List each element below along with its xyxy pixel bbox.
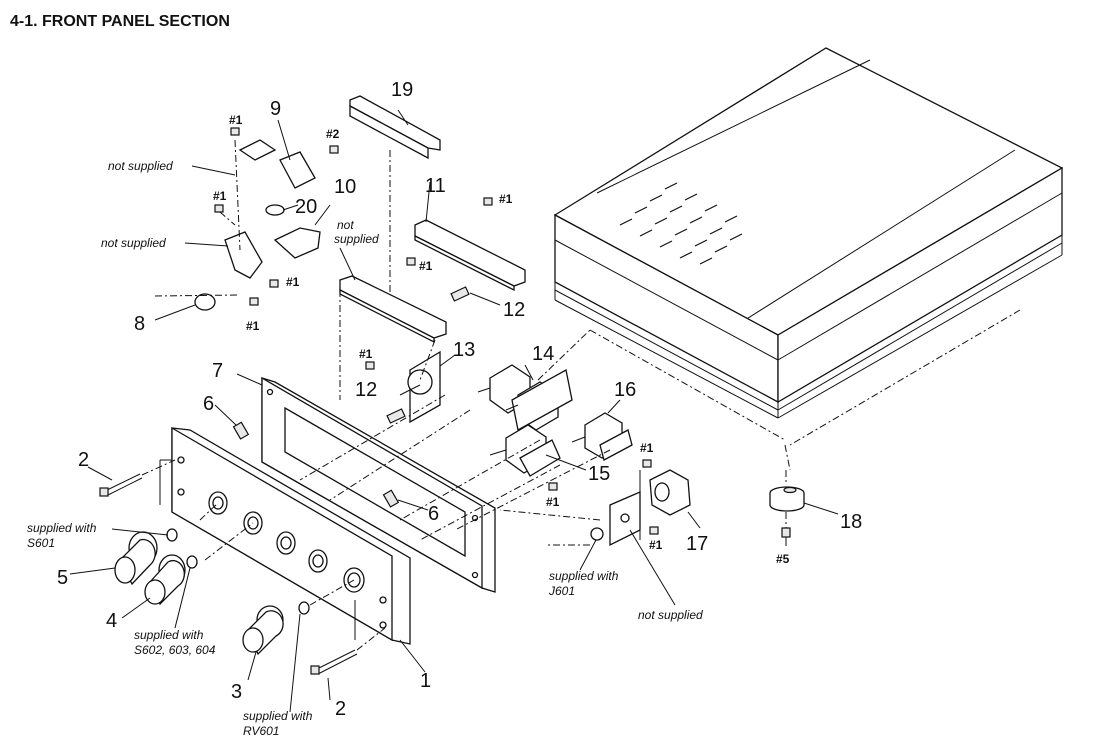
jack-17 (609, 469, 701, 547)
bracket-11 (414, 181, 526, 292)
part-number-18: 18 (840, 511, 862, 533)
part-number-20: 20 (295, 196, 317, 218)
part-number-13: 13 (453, 339, 475, 361)
screw-ref-1: #1 (213, 189, 227, 203)
part-number-6-left: 6 (203, 393, 214, 415)
note-s601: S601 (27, 536, 55, 550)
pot-13 (399, 350, 456, 424)
screw-2-left (87, 459, 176, 497)
note-not-supplied-line2: supplied (334, 232, 379, 246)
washers (166, 527, 604, 615)
note-supplied-with-s602: supplied with (134, 628, 204, 642)
part-number-9: 9 (270, 98, 281, 120)
note-not-supplied: not supplied (108, 159, 173, 173)
part-number-15: 15 (588, 463, 610, 485)
screw-ref-1: #1 (359, 347, 373, 361)
sub-panel-7 (236, 373, 496, 593)
note-not-supplied: not supplied (638, 608, 703, 622)
screw-2-bottom (310, 627, 386, 701)
front-panel-1 (171, 426, 426, 673)
screw-ref-1: #1 (499, 192, 513, 206)
bracket-10 (273, 204, 331, 259)
switch-15 (489, 424, 587, 477)
spacer-6 (214, 404, 429, 511)
switch-16 (571, 399, 633, 461)
part-number-12-left: 12 (355, 379, 377, 401)
cabinet-cover (537, 47, 1064, 471)
screw-ref-1: #1 (649, 538, 663, 552)
foot-18 (769, 470, 839, 546)
note-s602-603-604: S602, 603, 604 (134, 643, 216, 657)
part-number-5: 5 (57, 567, 68, 589)
assembly-lines (159, 139, 641, 640)
note-leaders (111, 165, 676, 713)
part-number-11: 11 (425, 175, 446, 197)
knob-3 (242, 605, 284, 681)
screw-ref-1: #1 (229, 113, 243, 127)
page-title: 4-1. FRONT PANEL SECTION (10, 13, 230, 30)
part-number-4: 4 (106, 610, 117, 632)
bracket-8 (154, 231, 263, 321)
knob-5 (69, 531, 158, 586)
switch-14 (477, 364, 573, 432)
note-j601: J601 (548, 584, 575, 598)
part-number-7: 7 (212, 360, 223, 382)
screw-ref-1: #1 (286, 275, 300, 289)
note-rv601: RV601 (243, 724, 279, 738)
part-number-19: 19 (391, 79, 413, 101)
part-number-1: 1 (420, 670, 431, 692)
screws-small (214, 127, 659, 535)
bracket-19 (349, 95, 441, 300)
part-number-2-left: 2 (78, 449, 89, 471)
part-number-3: 3 (231, 681, 242, 703)
screw-ref-1: #1 (640, 441, 654, 455)
bracket-9 (238, 119, 316, 189)
part-number-6-right: 6 (428, 503, 439, 525)
screw-ref-2: #2 (326, 127, 340, 141)
screw-ref-1: #1 (419, 259, 433, 273)
note-supplied-with-rv601: supplied with (243, 709, 313, 723)
screw-ref-1: #1 (546, 495, 560, 509)
part-number-17: 17 (686, 533, 708, 555)
part-number-10: 10 (334, 176, 356, 198)
screw-ref-1: #1 (246, 319, 260, 333)
screw-ref-5: #5 (776, 552, 790, 566)
note-supplied-with-j601: supplied with (549, 569, 619, 583)
note-not-supplied: not supplied (101, 236, 166, 250)
part-number-2-bottom: 2 (335, 698, 346, 720)
part-number-8: 8 (134, 313, 145, 335)
knob-4 (121, 554, 186, 619)
part-number-14: 14 (532, 343, 554, 365)
part-number-16: 16 (614, 379, 636, 401)
note-supplied-with-s601: supplied with (27, 521, 97, 535)
part-number-12-right: 12 (503, 299, 525, 321)
clip-20 (265, 204, 299, 216)
note-not-supplied-line1: not (337, 218, 354, 232)
